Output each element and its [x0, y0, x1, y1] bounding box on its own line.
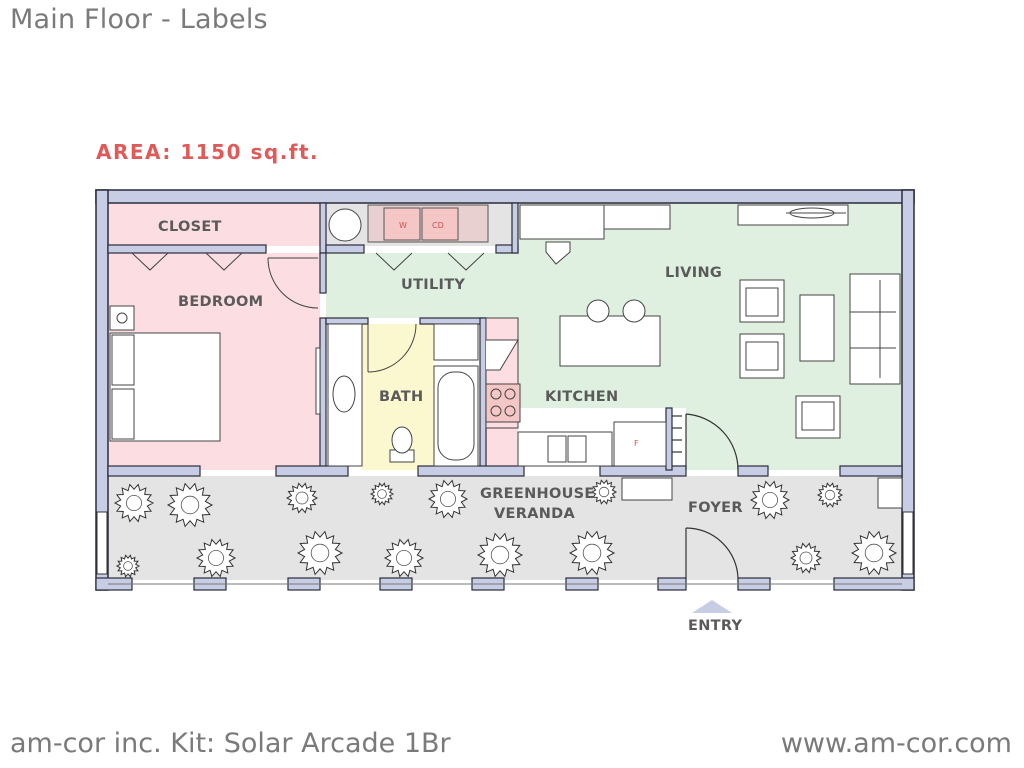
- utility-label: UTILITY: [401, 277, 465, 293]
- dryer-label: CD: [432, 221, 444, 230]
- stove: [485, 383, 521, 423]
- veranda-plants: [113, 479, 898, 578]
- greenhouse-label: GREENHOUSE: [480, 486, 595, 502]
- plant-center: [864, 543, 884, 563]
- closet-bifold-doors: [131, 252, 485, 271]
- footer-kit-name: am-cor inc. Kit: Solar Arcade 1Br: [10, 728, 451, 759]
- plant-center: [377, 489, 387, 499]
- plant-center: [395, 550, 412, 567]
- dryer: [421, 207, 459, 241]
- veranda-label: VERANDA: [494, 506, 575, 522]
- coffee-table: [799, 294, 835, 362]
- plant-icon: [568, 530, 616, 576]
- toilet-bowl: [391, 426, 413, 454]
- bedroom-window: [315, 347, 321, 415]
- plant-icon: [369, 482, 395, 506]
- bar-stool: [622, 299, 646, 323]
- living-label: LIVING: [665, 265, 722, 281]
- kitchen-sink: [547, 435, 567, 463]
- plant-center: [824, 489, 836, 501]
- bedroom-door: [267, 257, 319, 309]
- plant-icon: [195, 538, 237, 578]
- pantry-cabinet: [519, 204, 605, 240]
- fridge-label: F: [634, 439, 639, 448]
- plant-center: [439, 490, 456, 507]
- plant-center: [490, 545, 510, 565]
- nightstand: [109, 305, 135, 331]
- kitchen-island: [559, 315, 661, 367]
- plant-center: [582, 543, 602, 563]
- bathtub-inner: [437, 371, 475, 461]
- water-heater: [328, 208, 362, 242]
- plant-center: [598, 486, 610, 498]
- plant-icon: [789, 542, 823, 574]
- plant-icon: [749, 480, 791, 520]
- bath-door: [367, 323, 417, 373]
- plant-center: [207, 550, 224, 567]
- footer-website[interactable]: www.am-cor.com: [780, 728, 1012, 759]
- bath-label: BATH: [379, 389, 423, 405]
- area-label: AREA: 1150 sq.ft.: [96, 140, 320, 164]
- fridge: [613, 421, 667, 467]
- nightstand-lamp: [116, 312, 128, 324]
- plant-icon: [296, 530, 344, 576]
- entry-arrow-icon: [692, 600, 732, 613]
- bedroom-label: BEDROOM: [178, 294, 263, 310]
- foyer-coat-rack: [672, 415, 682, 453]
- plant-icon: [476, 532, 524, 578]
- plant-icon: [590, 479, 618, 505]
- left-veranda-window: [96, 511, 108, 575]
- washer: [383, 207, 421, 241]
- plant-center: [126, 494, 143, 511]
- right-veranda-window: [902, 511, 914, 575]
- plant-center: [310, 543, 330, 563]
- linen-shelf: [433, 323, 479, 361]
- plant-icon: [383, 538, 425, 578]
- stove-burners: [490, 388, 516, 417]
- plant-icon: [816, 482, 844, 508]
- plant-icon: [113, 483, 155, 523]
- plant-icon: [285, 482, 319, 514]
- plant-center: [123, 561, 133, 571]
- plant-icon: [115, 554, 141, 578]
- bed-pillow: [111, 334, 135, 386]
- kitchen-sink: [567, 435, 587, 463]
- plant-center: [180, 495, 200, 515]
- page-title: Main Floor - Labels: [10, 4, 268, 35]
- interior-walls: [107, 202, 903, 477]
- foyer-cabinet: [877, 477, 903, 509]
- outer-walls: [95, 189, 915, 591]
- foyer-bench: [621, 477, 673, 501]
- closet-floor: [108, 203, 320, 246]
- kitchen-corner: [486, 339, 519, 371]
- foyer-label: FOYER: [688, 500, 743, 516]
- plant-center: [799, 551, 813, 565]
- washer-label: W: [399, 221, 407, 230]
- entry-door: [685, 527, 739, 579]
- armchair: [795, 395, 841, 439]
- plant-center: [762, 491, 779, 508]
- closet-label: CLOSET: [158, 219, 222, 235]
- bed-pillow: [111, 388, 135, 440]
- foyer-door: [685, 413, 739, 471]
- bar-stool: [586, 299, 610, 323]
- plant-icon: [850, 530, 898, 576]
- entry-label: ENTRY: [688, 618, 743, 634]
- corner-cabinet: [545, 241, 571, 265]
- sofa: [849, 273, 901, 385]
- plant-center: [295, 491, 309, 505]
- armchair: [739, 279, 785, 323]
- pantry-cabinet: [603, 204, 671, 230]
- sink: [332, 375, 356, 413]
- plant-icon: [166, 482, 214, 528]
- plant-icon: [427, 479, 469, 519]
- kitchen-label: KITCHEN: [545, 389, 618, 405]
- armchair: [739, 333, 785, 379]
